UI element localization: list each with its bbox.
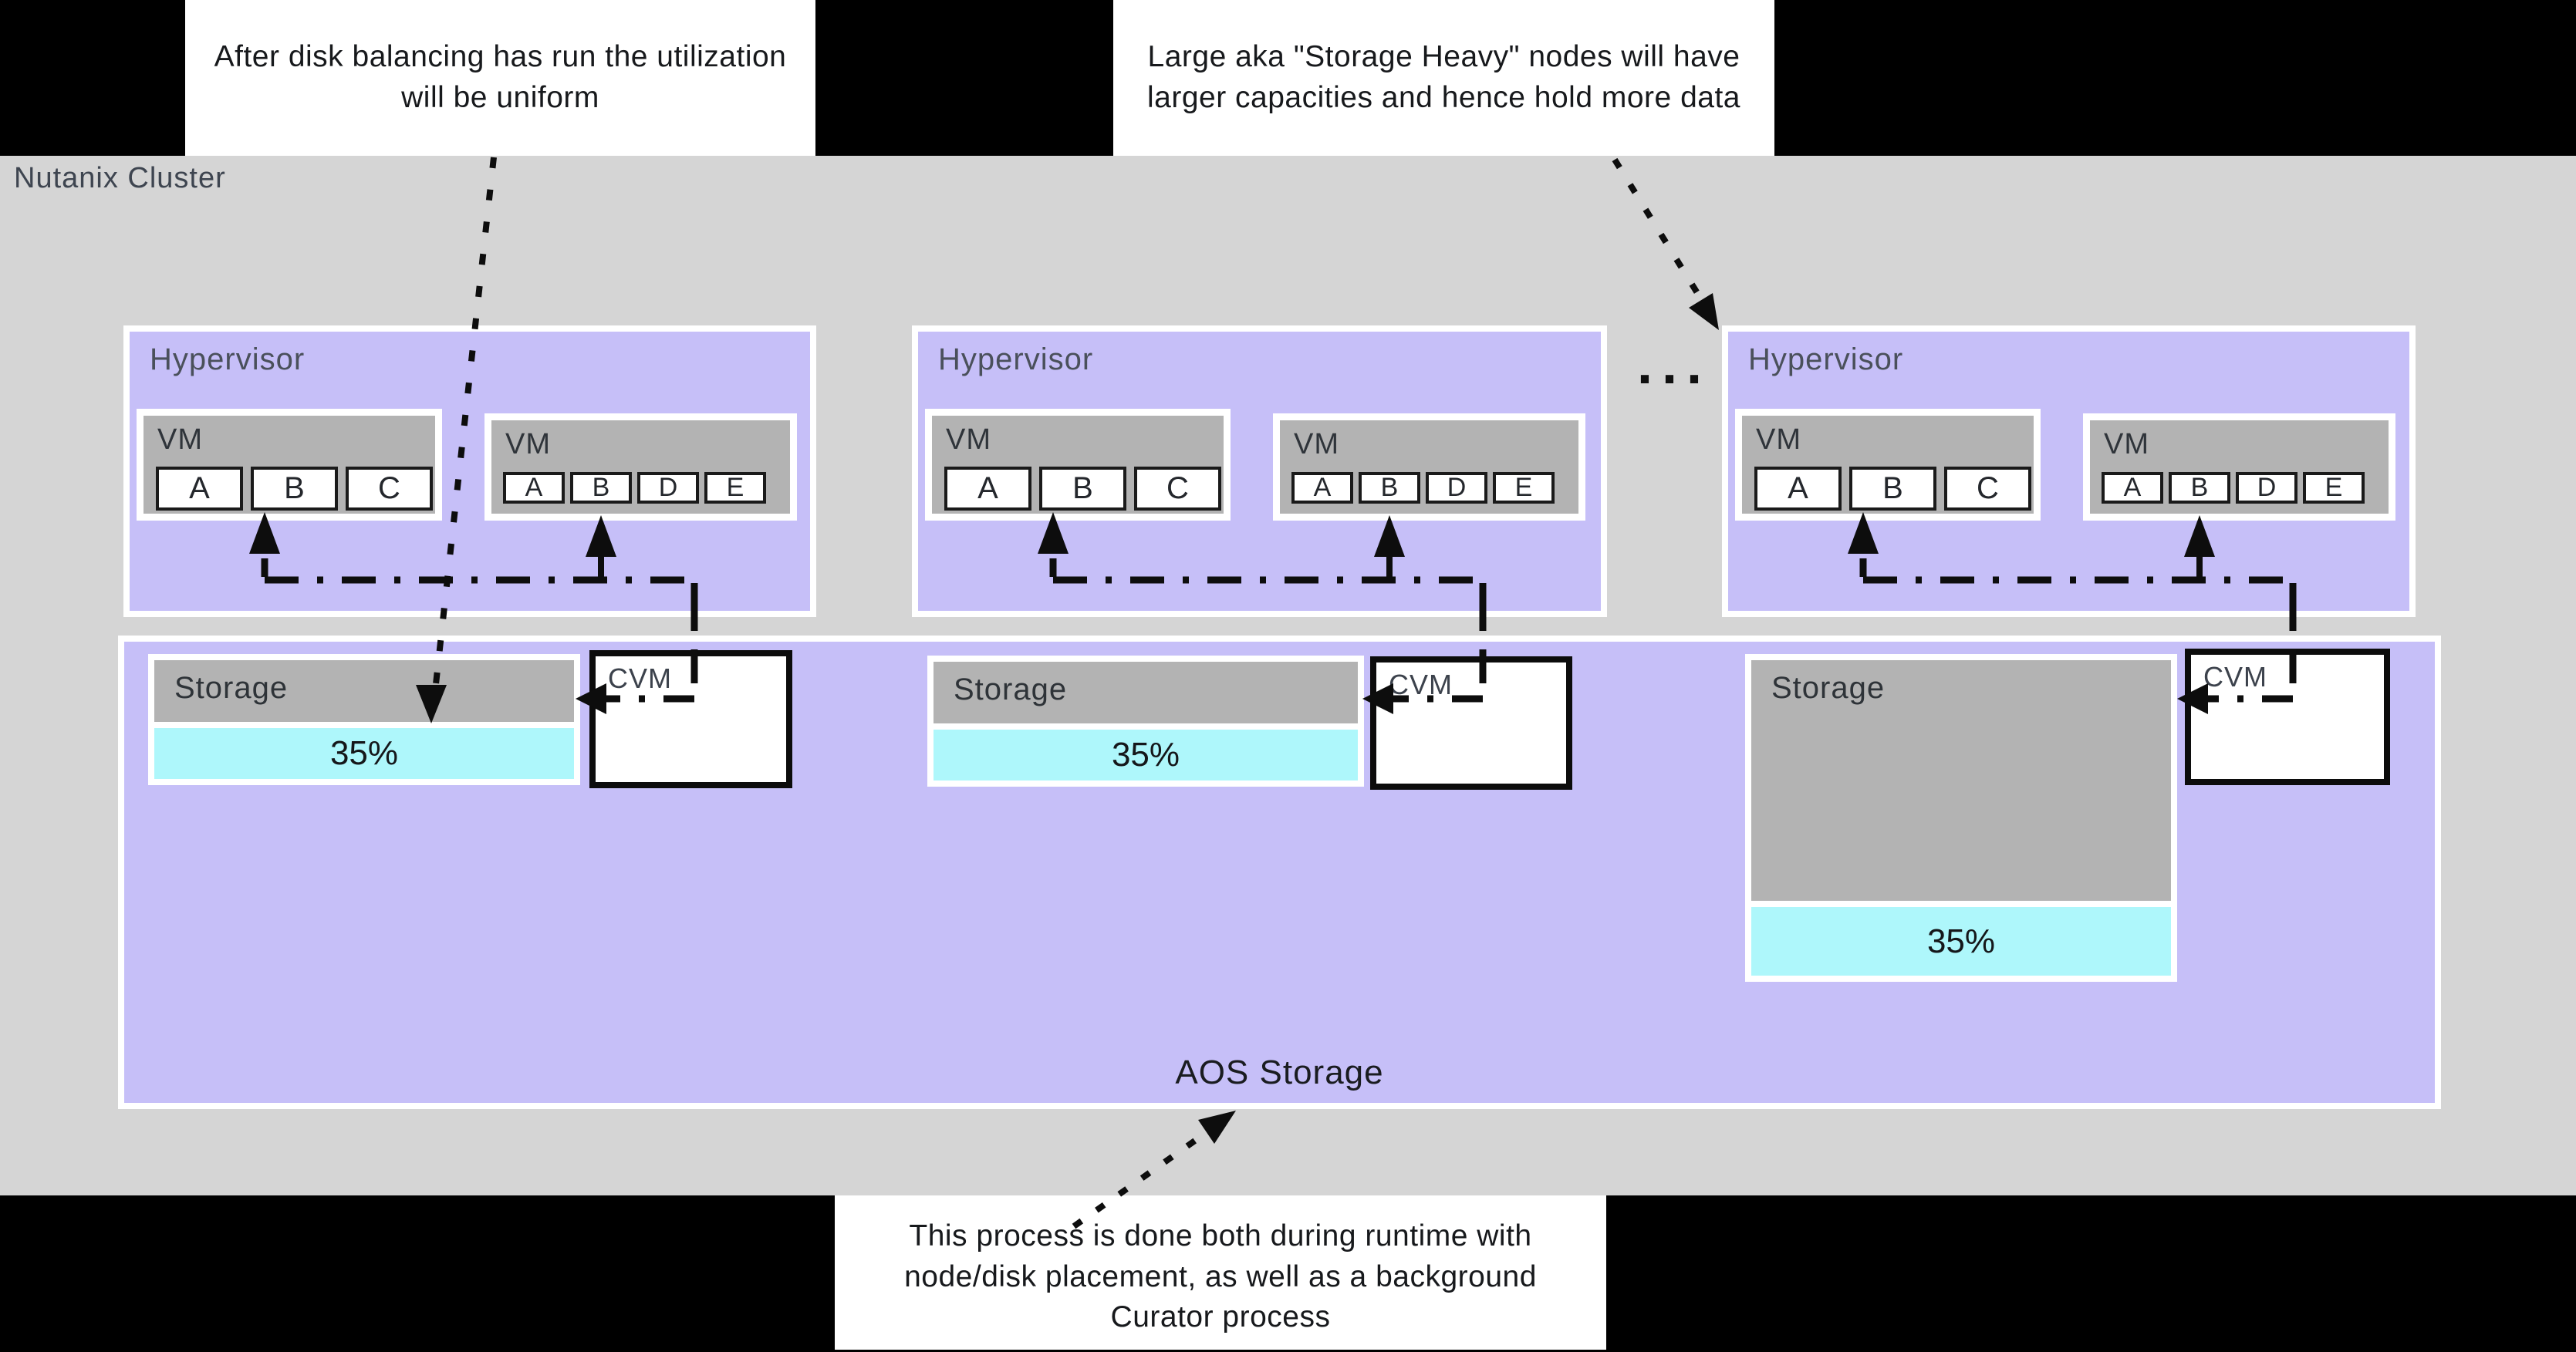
callout-line: This process is done both during runtime… — [909, 1219, 1532, 1253]
data-block: B — [570, 472, 632, 504]
utilization-bar: 35% — [154, 728, 574, 779]
callout-line: After disk balancing has run the utiliza… — [214, 40, 787, 74]
data-block: A — [2102, 472, 2163, 504]
hypervisor-label: Hypervisor — [938, 342, 1094, 376]
vm-box: VM A B C — [925, 409, 1231, 521]
data-blocks: A B D E — [503, 472, 766, 504]
cluster-title: Nutanix Cluster — [14, 162, 226, 194]
data-block: B — [1359, 472, 1420, 504]
callout-line: larger capacities and hence hold more da… — [1147, 81, 1740, 114]
hypervisor-label: Hypervisor — [150, 342, 306, 376]
storage-header: Storage — [934, 662, 1358, 723]
data-block: A — [1754, 467, 1842, 511]
data-block: A — [503, 472, 565, 504]
cvm-label: CVM — [608, 663, 672, 694]
vm-box: VM A B D E — [2083, 413, 2395, 521]
storage-label: Storage — [174, 671, 289, 705]
data-block: B — [1849, 467, 1936, 511]
data-block: C — [346, 467, 433, 511]
aos-storage-label: AOS Storage — [1175, 1054, 1384, 1091]
data-blocks: A B C — [944, 467, 1221, 511]
storage-node-3-large: Storage 35% — [1745, 654, 2177, 982]
storage-header: Storage — [1751, 660, 2171, 901]
callout-line: node/disk placement, as well as a backgr… — [904, 1259, 1537, 1293]
callout-line: will be uniform — [401, 81, 599, 114]
cvm-label: CVM — [2203, 661, 2267, 693]
callout-curator-process: This process is done both during runtime… — [835, 1195, 1606, 1350]
hypervisor-label: Hypervisor — [1748, 342, 1904, 376]
cvm-box-3: CVM — [2185, 649, 2390, 785]
data-block: D — [1426, 472, 1487, 504]
callout-line: Curator process — [1110, 1300, 1331, 1334]
cvm-box-2: CVM — [1370, 656, 1572, 790]
storage-label: Storage — [954, 673, 1068, 706]
callout-line: Large aka "Storage Heavy" nodes will hav… — [1147, 40, 1740, 74]
vm-label: VM — [1294, 428, 1339, 460]
storage-label: Storage — [1771, 671, 1886, 705]
data-blocks: A B D E — [1291, 472, 1555, 504]
data-block: E — [2303, 472, 2365, 504]
vm-label: VM — [157, 423, 203, 456]
vm-label: VM — [946, 423, 991, 456]
vm-box: VM A B D E — [484, 413, 797, 521]
vm-box: VM A B C — [1735, 409, 2041, 521]
vm-label: VM — [2104, 428, 2149, 460]
data-block: A — [944, 467, 1031, 511]
callout-disk-balancing: After disk balancing has run the utiliza… — [185, 0, 815, 156]
vm-label: VM — [1756, 423, 1801, 456]
storage-node-2: Storage 35% — [927, 656, 1364, 787]
cvm-label: CVM — [1389, 669, 1453, 700]
data-block: C — [1134, 467, 1221, 511]
data-block: A — [156, 467, 243, 511]
storage-node-1: Storage 35% — [148, 654, 580, 785]
data-block: B — [1039, 467, 1126, 511]
vm-box: VM A B C — [137, 409, 442, 521]
utilization-bar: 35% — [1751, 907, 2171, 976]
data-block: E — [1493, 472, 1555, 504]
data-block: D — [2236, 472, 2297, 504]
aos-storage-box: Storage 35% CVM Storage 35% CVM Storage … — [118, 636, 2441, 1109]
storage-header: Storage — [154, 660, 574, 722]
hypervisor-box-2: Hypervisor VM A B C VM A B D E — [912, 325, 1607, 617]
data-blocks: A B C — [156, 467, 433, 511]
hypervisor-box-3: Hypervisor VM A B C VM A B D E — [1722, 325, 2416, 617]
vm-box: VM A B D E — [1273, 413, 1585, 521]
vm-label: VM — [505, 428, 551, 460]
data-blocks: A B C — [1754, 467, 2031, 511]
callout-storage-heavy: Large aka "Storage Heavy" nodes will hav… — [1113, 0, 1774, 156]
data-blocks: A B D E — [2102, 472, 2365, 504]
data-block: E — [704, 472, 766, 504]
more-nodes-ellipsis: ... — [1637, 334, 1712, 396]
data-block: B — [251, 467, 338, 511]
data-block: C — [1944, 467, 2031, 511]
data-block: D — [637, 472, 699, 504]
data-block: B — [2169, 472, 2230, 504]
hypervisor-box-1: Hypervisor VM A B C VM A B D E — [123, 325, 816, 617]
utilization-bar: 35% — [934, 730, 1358, 781]
cvm-box-1: CVM — [589, 650, 792, 788]
data-block: A — [1291, 472, 1353, 504]
